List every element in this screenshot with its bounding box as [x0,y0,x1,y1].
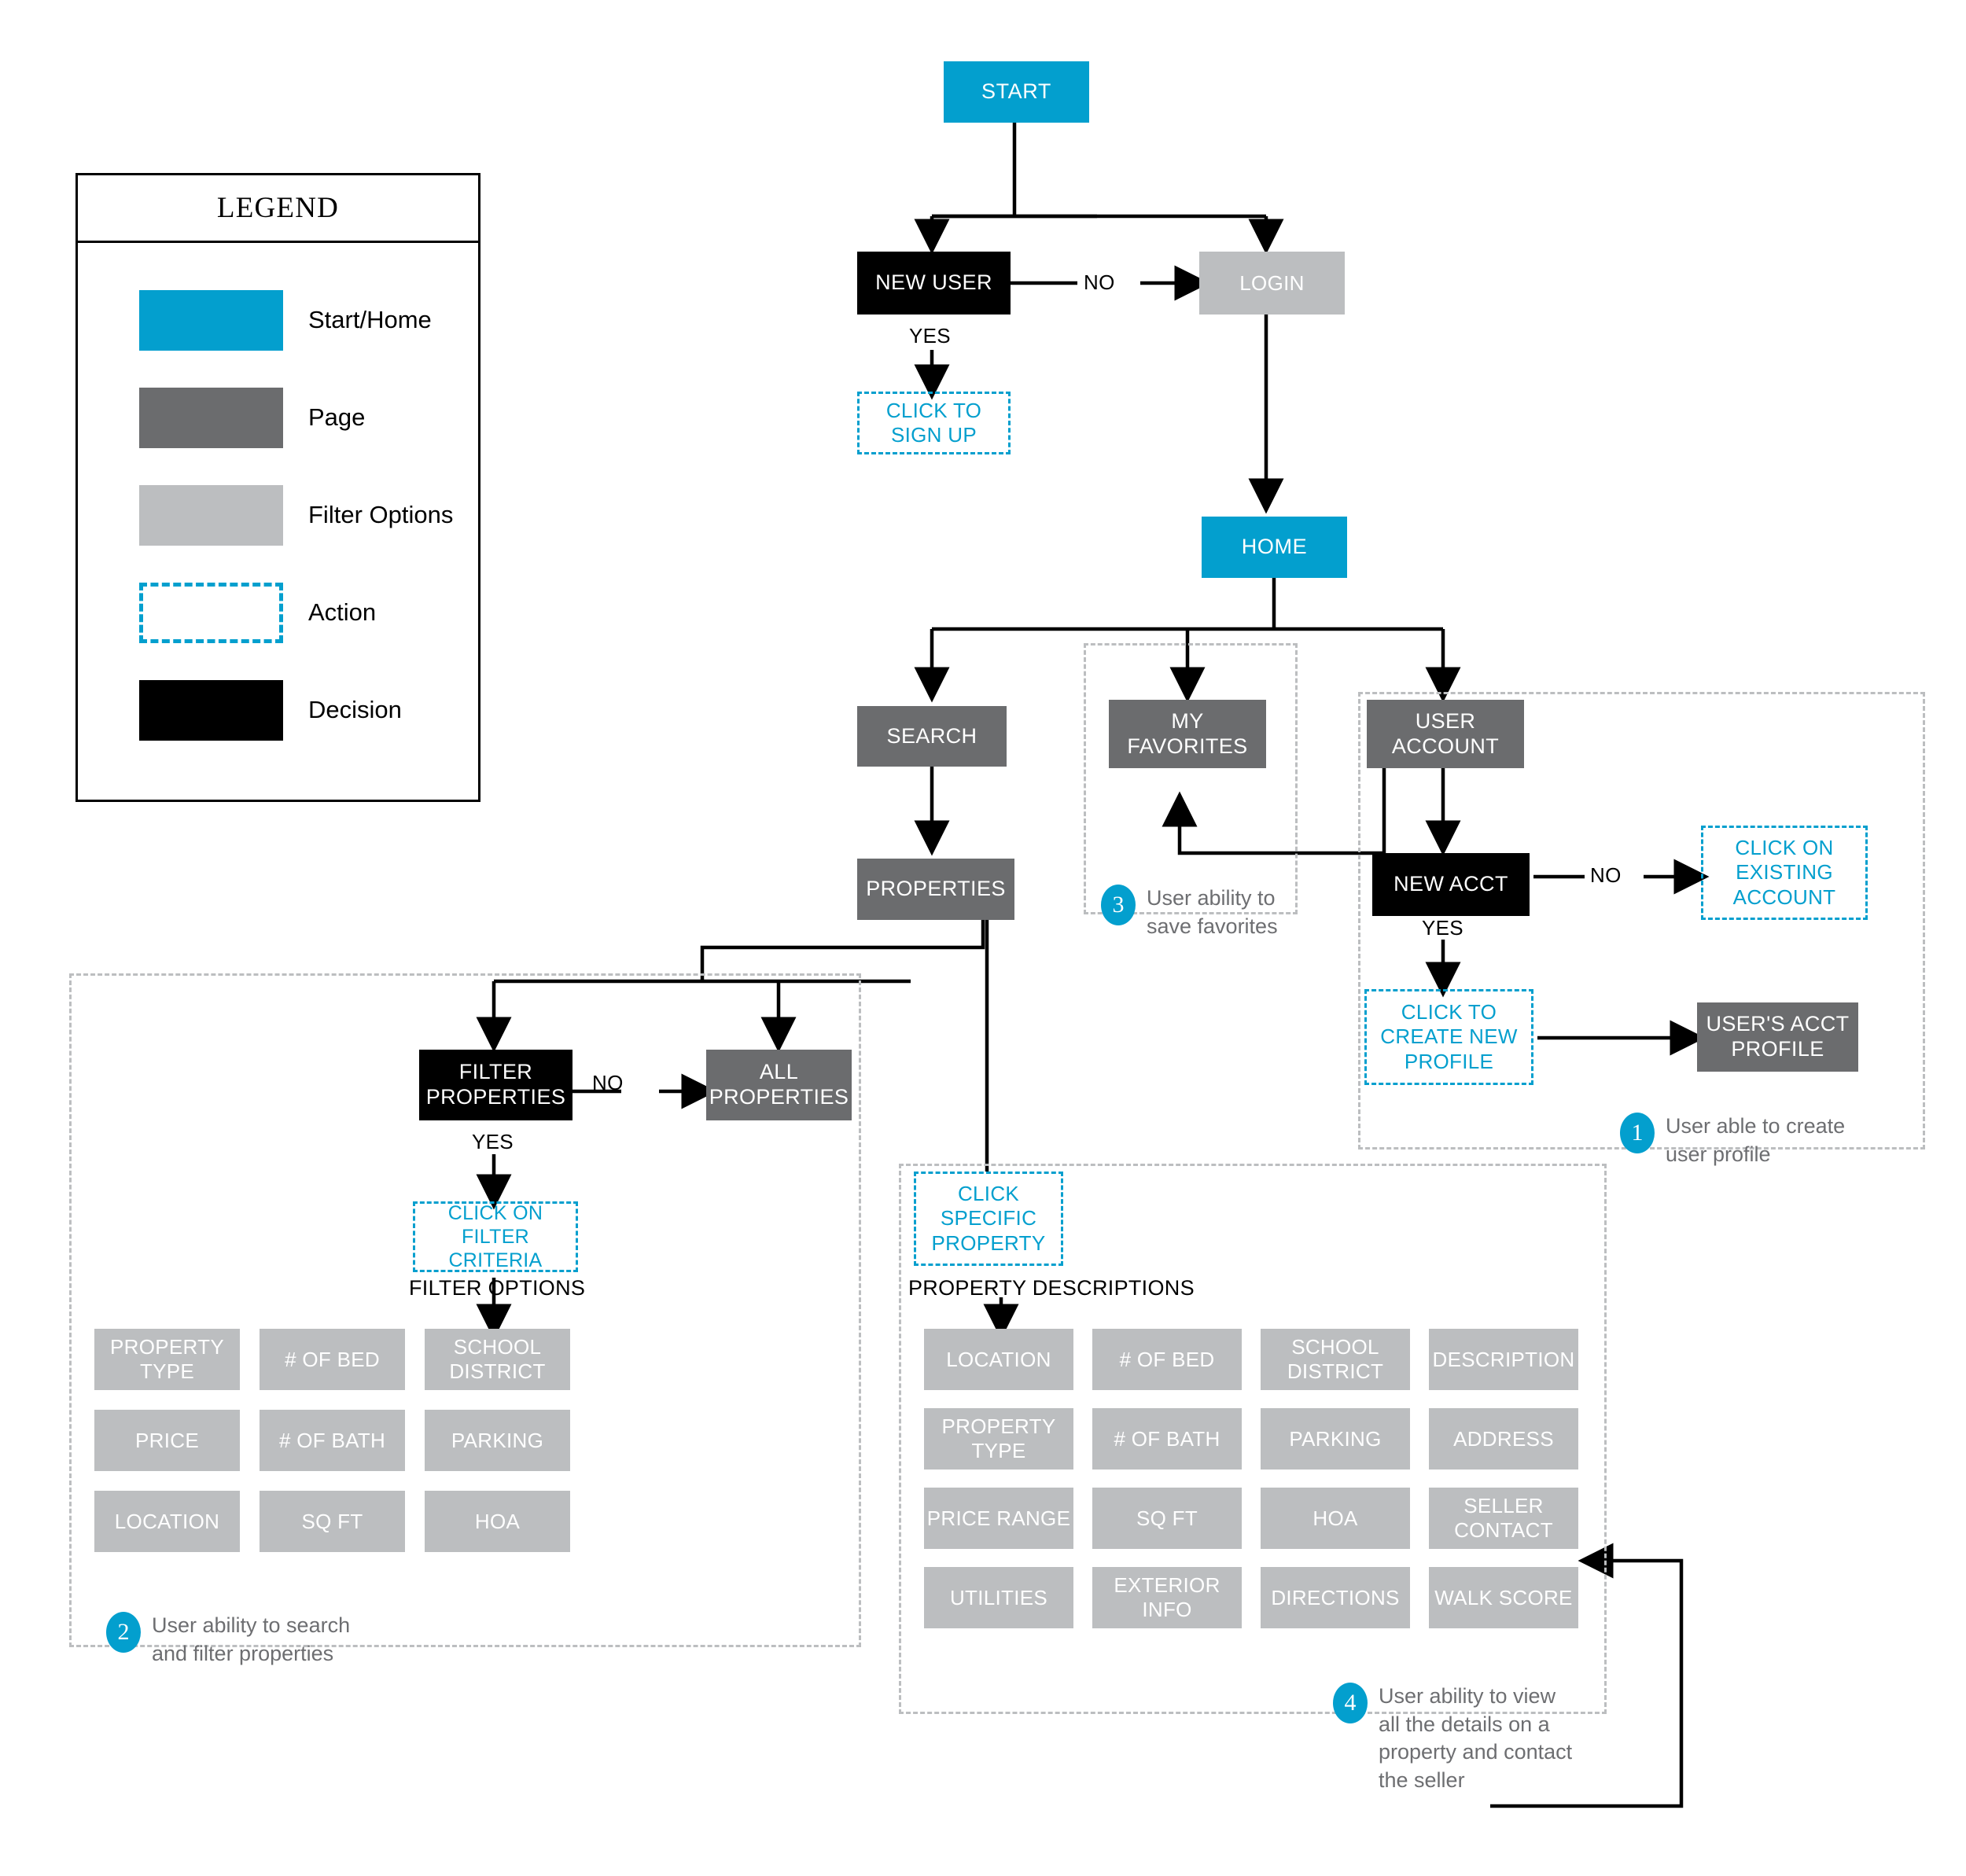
node-users-acct-profile[interactable]: USER'S ACCT PROFILE [1697,1002,1858,1072]
filter-options-grid: PROPERTY TYPE # OF BED SCHOOL DISTRICT P… [94,1329,582,1552]
property-description-cell[interactable]: HOA [1261,1488,1410,1549]
action-border [857,392,1011,454]
node-all-properties[interactable]: ALL PROPERTIES [706,1050,852,1120]
property-description-cell[interactable]: EXTERIOR INFO [1092,1567,1242,1628]
legend-title: LEGEND [78,175,478,243]
node-filter-properties[interactable]: FILTER PROPERTIES [419,1050,572,1120]
node-properties[interactable]: PROPERTIES [857,859,1014,920]
action-border [413,1201,578,1272]
legend-label-action: Action [308,598,377,626]
node-click-to-sign-up-label: CLICK TO SIGN UP [885,398,982,447]
node-click-on-filter-criteria[interactable]: CLICK ON FILTER CRITERIA [413,1201,578,1272]
node-click-on-existing-account-label: CLICK ON EXISTING ACCOUNT [1732,836,1836,909]
node-new-user[interactable]: NEW USER [857,252,1011,315]
section-title-filter-options: FILTER OPTIONS [409,1276,586,1300]
edge-label-no-new-user: NO [1084,270,1115,294]
annotation-badge-2: 2 [106,1612,141,1653]
property-description-cell[interactable]: SQ FT [1092,1488,1242,1549]
edge-label-no-new-acct: NO [1590,863,1622,887]
node-click-specific-property-label: CLICK SPECIFIC PROPERTY [931,1182,1046,1255]
node-my-favorites[interactable]: MY FAVORITES [1109,700,1266,768]
node-click-on-existing-account[interactable]: CLICK ON EXISTING ACCOUNT [1701,826,1868,920]
annotation-badge-4: 4 [1333,1683,1368,1723]
legend-panel: LEGEND Start/Home Page Filter Options Ac… [75,173,480,802]
node-click-specific-property[interactable]: CLICK SPECIFIC PROPERTY [914,1172,1063,1266]
filter-option-cell[interactable]: # OF BATH [260,1410,405,1471]
legend-item-filter-options: Filter Options [78,466,478,564]
region-property-details [899,1164,1607,1714]
annotation-text-4: User ability to view all the details on … [1379,1684,1573,1792]
property-description-cell[interactable]: # OF BED [1092,1329,1242,1390]
edge-label-yes-filter-properties: YES [472,1130,514,1153]
region-save-favorites [1084,643,1298,914]
node-user-account[interactable]: USER ACCOUNT [1367,700,1524,768]
legend-label-decision: Decision [308,696,402,723]
property-description-cell[interactable]: PARKING [1261,1408,1410,1470]
action-border [1701,826,1868,920]
filter-option-cell[interactable]: LOCATION [94,1491,240,1552]
region-search-and-filter [69,973,861,1647]
annotation-2: 2 User ability to search and filter prop… [106,1612,350,1668]
annotation-badge-1: 1 [1620,1113,1655,1153]
legend-item-page: Page [78,369,478,466]
filter-option-cell[interactable]: PARKING [425,1410,570,1471]
legend-swatch-filter-options [139,484,283,546]
property-description-cell[interactable]: PROPERTY TYPE [924,1408,1073,1470]
node-home[interactable]: HOME [1202,517,1347,578]
annotation-badge-3: 3 [1101,885,1136,925]
property-description-cell[interactable]: LOCATION [924,1329,1073,1390]
edge-label-no-filter-properties: NO [592,1071,624,1094]
legend-item-action: Action [78,564,478,661]
legend-swatch-action [139,582,283,643]
property-description-cell[interactable]: SCHOOL DISTRICT [1261,1329,1410,1390]
property-description-cell[interactable]: DESCRIPTION [1429,1329,1578,1390]
filter-option-cell[interactable]: PRICE [94,1410,240,1471]
property-description-cell[interactable]: ADDRESS [1429,1408,1578,1470]
filter-option-cell[interactable]: SCHOOL DISTRICT [425,1329,570,1390]
node-login[interactable]: LOGIN [1199,252,1345,315]
legend-swatch-start-home [139,289,283,351]
node-click-to-create-new-profile[interactable]: CLICK TO CREATE NEW PROFILE [1364,989,1533,1085]
legend-item-decision: Decision [78,661,478,759]
property-descriptions-grid: LOCATION # OF BED SCHOOL DISTRICT DESCRI… [924,1329,1592,1628]
annotation-text-2: User ability to search and filter proper… [152,1613,351,1665]
legend-swatch-page [139,387,283,448]
annotation-3: 3 User ability to save favorites [1101,885,1278,940]
property-description-cell[interactable]: # OF BATH [1092,1408,1242,1470]
annotation-1: 1 User able to create user profile [1620,1113,1845,1168]
annotation-text-3: User ability to save favorites [1147,886,1278,938]
property-description-cell[interactable]: DIRECTIONS [1261,1567,1410,1628]
edge-label-yes-new-user: YES [909,324,951,348]
filter-option-cell[interactable]: PROPERTY TYPE [94,1329,240,1390]
node-start[interactable]: START [944,61,1089,123]
node-search[interactable]: SEARCH [857,706,1007,767]
section-title-property-descriptions: PROPERTY DESCRIPTIONS [908,1276,1195,1300]
action-border [914,1172,1063,1266]
filter-option-cell[interactable]: SQ FT [260,1491,405,1552]
property-description-cell[interactable]: SELLER CONTACT [1429,1488,1578,1549]
node-click-to-create-new-profile-label: CLICK TO CREATE NEW PROFILE [1380,1000,1518,1073]
legend-label-page: Page [308,403,366,431]
node-click-to-sign-up[interactable]: CLICK TO SIGN UP [857,392,1011,454]
annotation-4: 4 User ability to view all the details o… [1333,1683,1572,1795]
filter-option-cell[interactable]: # OF BED [260,1329,405,1390]
edge-label-yes-new-acct: YES [1422,916,1463,940]
property-description-cell[interactable]: WALK SCORE [1429,1567,1578,1628]
legend-label-filter-options: Filter Options [308,501,454,528]
legend-swatch-decision [139,679,283,741]
annotation-text-1: User able to create user profile [1666,1114,1846,1166]
legend-item-start-home: Start/Home [78,271,478,369]
property-description-cell[interactable]: UTILITIES [924,1567,1073,1628]
action-border [1364,989,1533,1085]
node-new-acct[interactable]: NEW ACCT [1372,853,1530,916]
legend-label-start-home: Start/Home [308,306,432,333]
node-click-on-filter-criteria-label: CLICK ON FILTER CRITERIA [447,1202,543,1271]
property-description-cell[interactable]: PRICE RANGE [924,1488,1073,1549]
filter-option-cell[interactable]: HOA [425,1491,570,1552]
